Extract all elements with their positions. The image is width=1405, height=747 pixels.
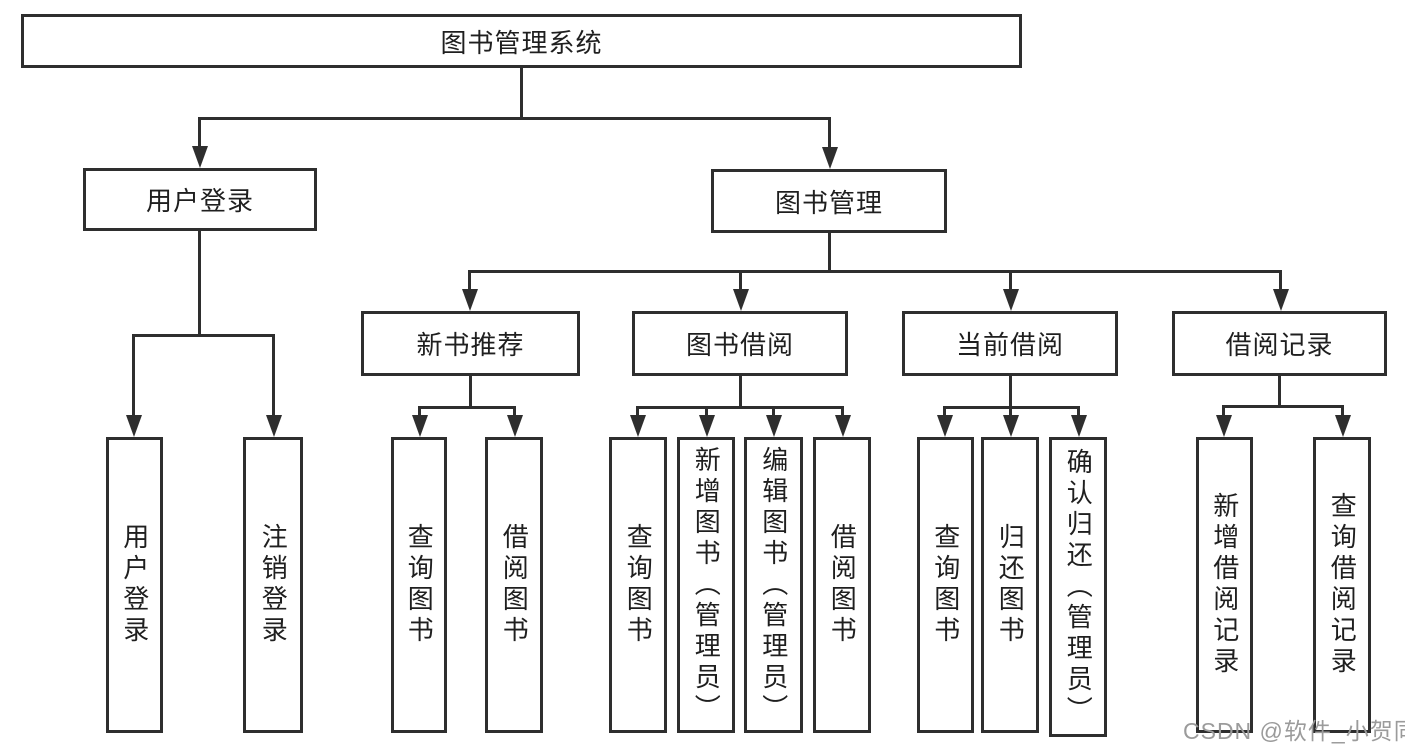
csdn-watermark: CSDN @软件_小贺同学 [1183, 718, 1405, 744]
connector-line [828, 117, 831, 149]
leaf-label: 借阅图书 [827, 523, 858, 647]
node-label: 借阅记录 [1225, 330, 1334, 360]
leaf-label: 确认归还（管理员） [1063, 447, 1094, 727]
arrow-down-icon [507, 415, 523, 437]
arrow-down-icon [192, 146, 208, 168]
arrow-down-icon [1216, 415, 1232, 437]
connector-line [1009, 406, 1012, 420]
leaf-add-borrow-record: 新增借阅记录 [1196, 437, 1253, 733]
arrow-down-icon [733, 289, 749, 311]
node-new-book-recommendation: 新书推荐 [361, 311, 580, 376]
arrow-down-icon [1003, 415, 1019, 437]
leaf-label: 查询图书 [623, 523, 654, 647]
connector-line [468, 270, 471, 292]
arrow-down-icon [766, 415, 782, 437]
connector-line [132, 334, 135, 420]
node-borrowing-records: 借阅记录 [1172, 311, 1387, 376]
connector-line [468, 270, 1282, 273]
leaf-confirm-return-admin: 确认归还（管理员） [1049, 437, 1107, 737]
leaf-query-books-borrowing: 查询图书 [609, 437, 667, 733]
arrow-down-icon [699, 415, 715, 437]
arrow-down-icon [412, 415, 428, 437]
connector-line [636, 406, 639, 420]
arrow-down-icon [462, 289, 478, 311]
connector-line [520, 68, 523, 120]
leaf-query-borrow-record: 查询借阅记录 [1313, 437, 1371, 733]
leaf-label: 用户登录 [119, 523, 150, 647]
node-library-management-system: 图书管理系统 [21, 14, 1022, 68]
connector-line [636, 406, 844, 409]
leaf-return-books: 归还图书 [981, 437, 1039, 733]
connector-line [272, 334, 275, 420]
arrow-down-icon [266, 415, 282, 437]
leaf-borrow-books-recommend: 借阅图书 [485, 437, 543, 733]
node-user-login: 用户登录 [83, 168, 317, 231]
connector-line [1077, 406, 1080, 420]
leaf-borrow-books: 借阅图书 [813, 437, 871, 733]
connector-line [1279, 270, 1282, 292]
leaf-add-books-admin: 新增图书（管理员） [677, 437, 735, 733]
leaf-label: 查询图书 [404, 523, 435, 647]
node-book-management: 图书管理 [711, 169, 947, 233]
connector-line [841, 406, 844, 420]
connector-line [1009, 270, 1012, 292]
leaf-label: 查询图书 [930, 523, 961, 647]
connector-line [1341, 405, 1344, 420]
leaf-label: 编辑图书（管理员） [758, 445, 789, 725]
leaf-label: 新增借阅记录 [1209, 492, 1240, 678]
connector-line [828, 233, 831, 273]
leaf-query-books-current: 查询图书 [917, 437, 974, 733]
connector-line [513, 406, 516, 420]
node-label: 新书推荐 [416, 330, 525, 360]
arrow-down-icon [822, 147, 838, 169]
leaf-label: 新增图书（管理员） [691, 445, 722, 725]
node-label: 图书管理系统 [440, 27, 603, 58]
connector-line [132, 334, 275, 337]
connector-line [943, 406, 946, 420]
connector-line [198, 231, 201, 337]
node-book-borrowing: 图书借阅 [632, 311, 848, 376]
leaf-logout: 注销登录 [243, 437, 303, 733]
leaf-edit-books-admin: 编辑图书（管理员） [744, 437, 803, 733]
connector-line [1009, 376, 1012, 409]
connector-line [1222, 405, 1225, 420]
arrow-down-icon [1335, 415, 1351, 437]
node-label: 用户登录 [145, 186, 254, 216]
arrow-down-icon [126, 415, 142, 437]
connector-line [198, 117, 201, 149]
connector-line [469, 376, 472, 409]
leaf-label: 查询借阅记录 [1327, 492, 1358, 678]
connector-line [739, 270, 742, 292]
arrow-down-icon [1273, 289, 1289, 311]
node-label: 图书管理 [774, 187, 883, 218]
arrow-down-icon [835, 415, 851, 437]
connector-line [705, 406, 708, 420]
connector-line [772, 406, 775, 420]
node-current-borrowing: 当前借阅 [902, 311, 1118, 376]
node-label: 图书借阅 [685, 330, 794, 360]
arrow-down-icon [937, 415, 953, 437]
node-label: 当前借阅 [955, 330, 1064, 360]
leaf-query-books-recommend: 查询图书 [391, 437, 447, 733]
connector-line [418, 406, 421, 420]
leaf-label: 借阅图书 [499, 523, 530, 647]
leaf-label: 归还图书 [995, 523, 1026, 647]
connector-line [198, 117, 831, 120]
arrow-down-icon [1003, 289, 1019, 311]
connector-line [739, 376, 742, 409]
leaf-user-login: 用户登录 [106, 437, 163, 733]
connector-line [1222, 405, 1344, 408]
leaf-label: 注销登录 [258, 523, 289, 647]
connector-line [1278, 376, 1281, 407]
arrow-down-icon [1071, 415, 1087, 437]
connector-line [418, 406, 516, 409]
arrow-down-icon [630, 415, 646, 437]
